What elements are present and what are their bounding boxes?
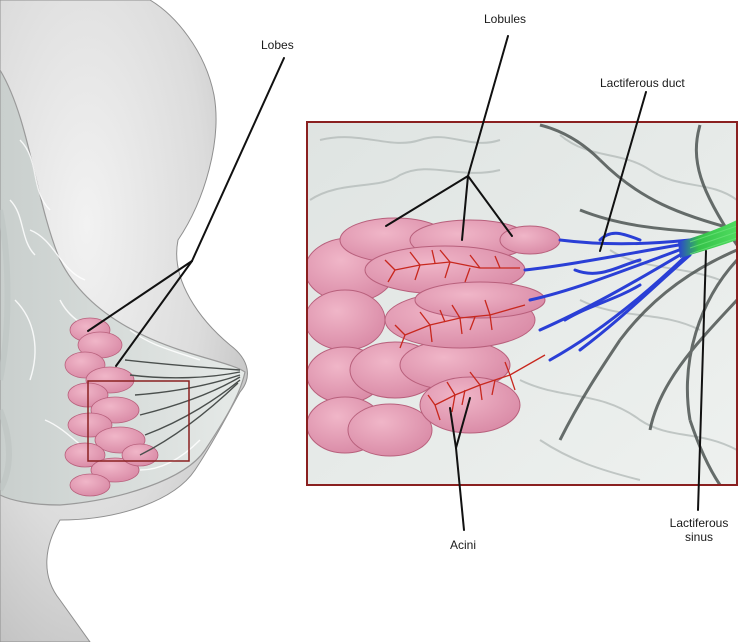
lobules-label: Lobules [484,12,527,26]
zoom-region-box [87,380,190,462]
detail-panel [306,121,738,486]
lactiferous-sinus-label-line1: Lactiferous [669,516,729,530]
leader-lines [87,35,707,531]
lactiferous-sinus-label: Lactiferous sinus [664,516,734,544]
lactiferous-ducts [523,231,692,362]
acini-branches [384,249,546,421]
acini-label: Acini [450,538,477,552]
detail-panel-frame [306,121,738,486]
lactiferous-duct-label: Lactiferous duct [600,76,685,90]
lactiferous-sinus [678,220,737,258]
lobes-label: Lobes [261,38,294,52]
small-ducts [124,359,241,456]
lactiferous-sinus-label-line2: sinus [684,530,713,544]
breast-silhouette [0,0,248,642]
lobule-mass [307,217,561,457]
lobes-cluster [64,317,159,497]
